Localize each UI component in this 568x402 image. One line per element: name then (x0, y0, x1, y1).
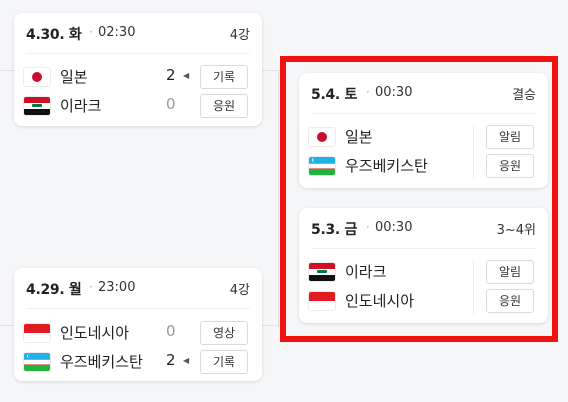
match-header: 5.3. 금 · 00:30 3~4위 (311, 208, 536, 249)
bracket-line (0, 325, 14, 326)
separator-dot: · (366, 85, 370, 99)
column-divider (473, 260, 474, 314)
match-date: 4.29. 월 (26, 282, 82, 298)
japan-flag-icon (24, 68, 50, 86)
match-time: 00:30 (375, 85, 413, 100)
team-row: 우즈베키스탄 2 ◀ 기록 (24, 350, 254, 374)
winner-marker-icon: ◀ (183, 356, 190, 365)
team-score: 2 (166, 351, 176, 369)
team-name: 우즈베키스탄 (345, 157, 428, 175)
match-date: 4.30. 화 (26, 27, 82, 43)
bracket-line (278, 70, 279, 327)
match-date: 5.3. 금 (311, 222, 358, 238)
team-name: 이라크 (345, 263, 387, 281)
iraq-flag-icon (24, 97, 50, 115)
column-divider (473, 125, 474, 179)
team-name: 인도네시아 (345, 292, 415, 310)
highlight-box (280, 56, 558, 342)
team-name: 우즈베키스탄 (60, 353, 143, 371)
match-card-final[interactable]: 5.4. 토 · 00:30 결승 일본 알림 우즈베키스탄 응원 (299, 73, 548, 188)
alarm-button[interactable]: 알림 (486, 125, 534, 149)
team-row: 일본 알림 (309, 125, 539, 149)
team-row: 인도네시아 0 영상 (24, 321, 254, 345)
team-row: 우즈베키스탄 응원 (309, 154, 539, 178)
team-score: 0 (166, 322, 176, 340)
team-row: 이라크 0 응원 (24, 94, 254, 118)
team-name: 일본 (345, 128, 373, 146)
team-name: 인도네시아 (60, 324, 130, 342)
match-card-semifinal-2[interactable]: 4.29. 월 · 23:00 4강 인도네시아 0 영상 우즈베키스탄 2 ◀… (14, 268, 262, 381)
record-button[interactable]: 기록 (200, 350, 248, 374)
separator-dot: · (89, 280, 93, 294)
match-header: 5.4. 토 · 00:30 결승 (311, 73, 536, 114)
team-row: 인도네시아 응원 (309, 289, 539, 313)
match-time: 23:00 (98, 280, 136, 295)
winner-marker-icon: ◀ (183, 71, 190, 80)
team-score: 0 (166, 95, 176, 113)
cheer-button[interactable]: 응원 (486, 154, 534, 178)
match-card-semifinal-1[interactable]: 4.30. 화 · 02:30 4강 일본 2 ◀ 기록 이라크 0 응원 (14, 13, 262, 126)
japan-flag-icon (309, 128, 335, 146)
alarm-button[interactable]: 알림 (486, 260, 534, 284)
indonesia-flag-icon (309, 292, 335, 310)
match-card-third-place[interactable]: 5.3. 금 · 00:30 3~4위 이라크 알림 인도네시아 응원 (299, 208, 548, 323)
separator-dot: · (366, 220, 370, 234)
match-round: 3~4위 (496, 223, 536, 238)
indonesia-flag-icon (24, 324, 50, 342)
bracket-line (262, 70, 278, 71)
uzbekistan-flag-icon (309, 157, 335, 175)
video-button[interactable]: 영상 (200, 321, 248, 345)
team-row: 이라크 알림 (309, 260, 539, 284)
match-round: 4강 (229, 283, 250, 298)
separator-dot: · (89, 25, 93, 39)
match-header: 4.30. 화 · 02:30 4강 (26, 13, 250, 54)
match-time: 00:30 (375, 220, 413, 235)
team-name: 이라크 (60, 97, 102, 115)
iraq-flag-icon (309, 263, 335, 281)
match-round: 4강 (229, 28, 250, 43)
cheer-button[interactable]: 응원 (486, 289, 534, 313)
match-time: 02:30 (98, 25, 136, 40)
match-round: 결승 (512, 88, 536, 103)
record-button[interactable]: 기록 (200, 65, 248, 89)
bracket-line (262, 325, 278, 326)
match-date: 5.4. 토 (311, 87, 358, 103)
team-score: 2 (166, 66, 176, 84)
team-name: 일본 (60, 68, 88, 86)
uzbekistan-flag-icon (24, 353, 50, 371)
match-header: 4.29. 월 · 23:00 4강 (26, 268, 250, 309)
cheer-button[interactable]: 응원 (200, 94, 248, 118)
bracket-line (0, 70, 14, 71)
team-row: 일본 2 ◀ 기록 (24, 65, 254, 89)
